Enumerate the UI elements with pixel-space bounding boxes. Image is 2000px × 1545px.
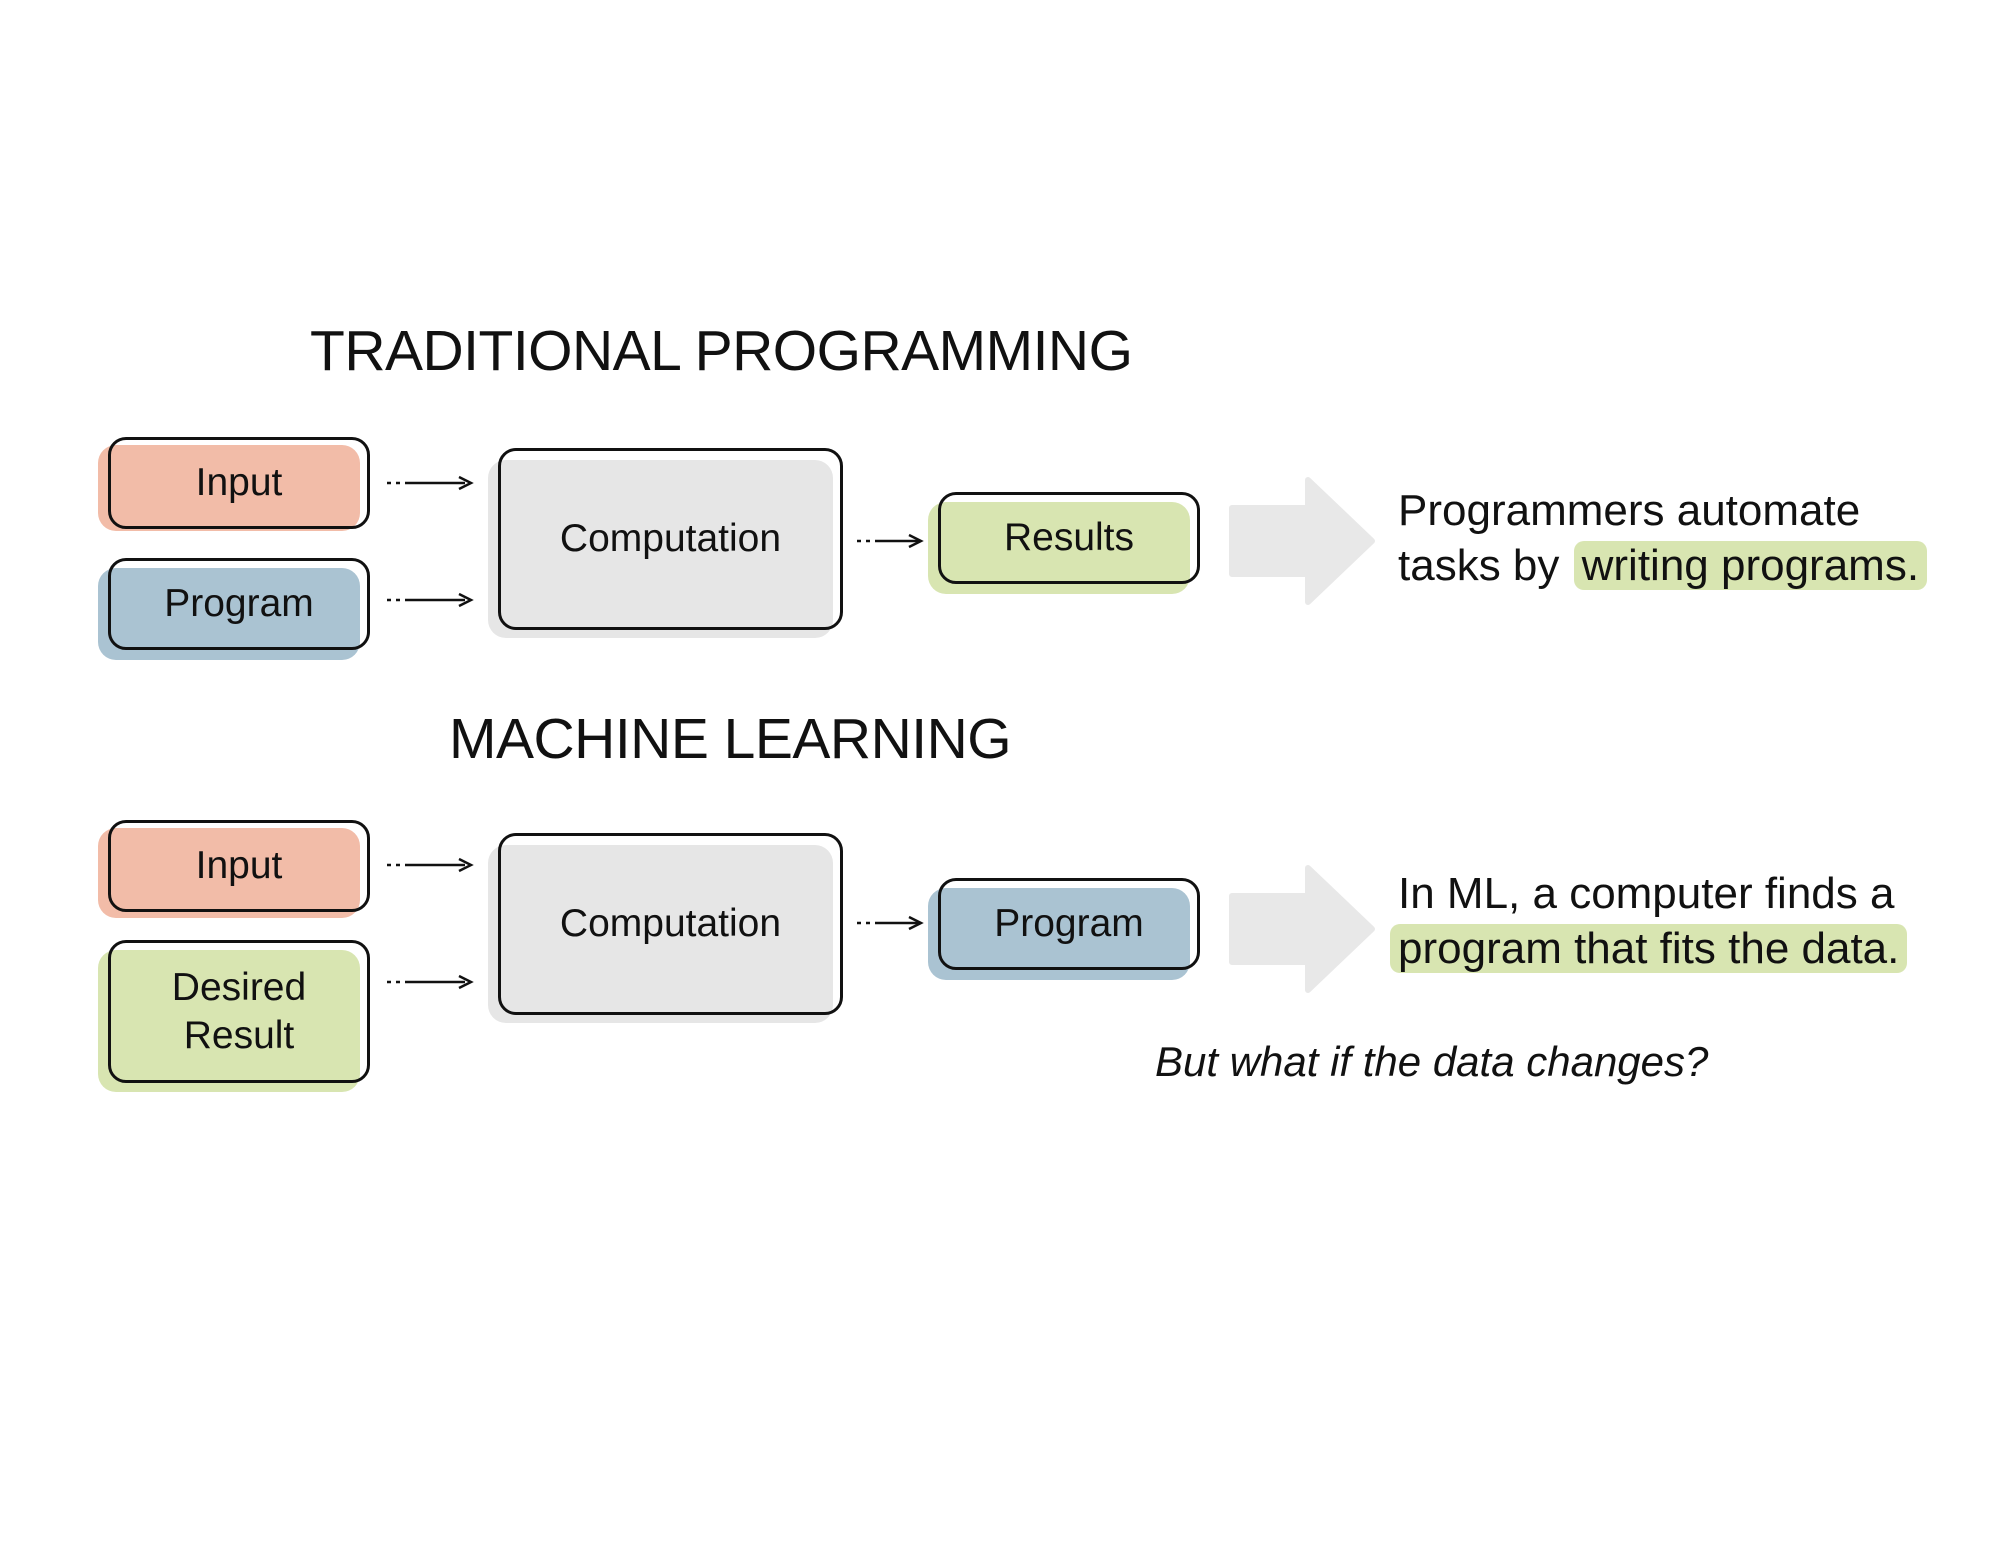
- traditional-computation-label: Computation: [559, 517, 782, 560]
- ml-caption-line1: In ML, a computer finds a: [1398, 869, 1895, 918]
- ml-caption-highlight: program that fits the data.: [1390, 924, 1908, 973]
- traditional-caption-highlight: writing programs.: [1573, 541, 1928, 590]
- traditional-results-label: Results: [1003, 516, 1135, 559]
- ml-program-label: Program: [994, 902, 1144, 945]
- ml-caption: In ML, a computer finds a program that f…: [1390, 866, 1908, 976]
- ml-desired-result-arrow: [387, 974, 474, 990]
- traditional-computation-box: Computation: [498, 448, 843, 630]
- traditional-results-box: Results: [938, 492, 1200, 584]
- traditional-input-label: Input: [195, 461, 283, 504]
- machine-learning-heading: MACHINE LEARNING: [449, 707, 1012, 771]
- traditional-input-arrow: [387, 475, 474, 491]
- traditional-caption: Programmers automate tasks by writing pr…: [1398, 483, 1928, 593]
- ml-program-box: Program: [938, 878, 1200, 970]
- ml-desired-result-line1: Desired: [171, 965, 307, 1009]
- ml-input-label: Input: [195, 844, 283, 887]
- traditional-program-box: Program: [108, 558, 370, 650]
- traditional-program-label: Program: [164, 582, 314, 625]
- ml-computation-arrow: [857, 915, 924, 931]
- ml-big-arrow: [1229, 865, 1375, 993]
- traditional-big-arrow: [1229, 477, 1375, 605]
- traditional-computation-arrow: [857, 533, 924, 549]
- traditional-program-arrow: [387, 592, 474, 608]
- traditional-caption-line1: Programmers automate: [1398, 486, 1861, 535]
- data-change-question: But what if the data changes?: [1155, 1038, 1709, 1085]
- ml-desired-result-box: Desired Result: [108, 940, 370, 1083]
- ml-input-box: Input: [108, 820, 370, 912]
- ml-input-arrow: [387, 857, 474, 873]
- traditional-caption-plain: tasks by: [1398, 541, 1572, 590]
- ml-computation-box: Computation: [498, 833, 843, 1015]
- ml-desired-result-line2: Result: [183, 1013, 295, 1057]
- ml-computation-label: Computation: [559, 902, 782, 945]
- traditional-programming-heading: TRADITIONAL PROGRAMMING: [310, 319, 1133, 383]
- traditional-input-box: Input: [108, 437, 370, 529]
